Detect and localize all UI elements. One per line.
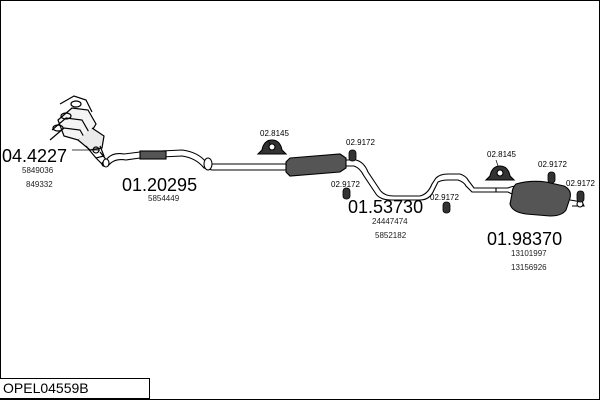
clamp-b-illustration	[484, 165, 516, 181]
part-ref-4a: 13101997	[511, 249, 547, 258]
hanger-3-label: 02.9172	[430, 193, 459, 202]
diagram-code-box: OPEL04559B	[0, 378, 150, 399]
hanger-icon	[342, 187, 351, 200]
part-ref-1b: 849332	[26, 180, 53, 189]
front-pipe-illustration	[102, 149, 213, 171]
part-number-2: 01.20295	[122, 175, 197, 195]
rear-silencer-illustration	[496, 180, 585, 217]
clamp-a-illustration	[256, 139, 288, 155]
hanger-2-label: 02.9172	[331, 180, 360, 189]
part-ref-1a: 5849036	[22, 166, 54, 175]
hanger-5-label: 02.9172	[566, 179, 595, 188]
diagram-code: OPEL04559B	[3, 380, 89, 396]
part-ref-2a: 5854449	[148, 194, 180, 203]
middle-section-illustration	[212, 153, 497, 201]
clamp-a-label: 02.8145	[260, 129, 289, 138]
hanger-icon	[348, 149, 357, 162]
part-ref-3b: 5852182	[375, 231, 407, 240]
hanger-1-label: 02.9172	[346, 138, 375, 147]
clamp-b-label: 02.8145	[487, 150, 516, 159]
part-number-4: 01.98370	[487, 229, 562, 249]
hanger-icon	[442, 201, 451, 214]
leader-lines	[72, 139, 499, 167]
part-number-1: 04.4227	[2, 146, 67, 166]
manifold-catalyst-illustration	[49, 95, 109, 167]
part-ref-4b: 13156926	[511, 263, 547, 272]
part-number-3: 01.53730	[348, 197, 423, 217]
hanger-4-label: 02.9172	[538, 160, 567, 169]
hanger-icon	[547, 171, 556, 184]
hanger-icons	[342, 149, 585, 214]
part-ref-3a: 24447474	[372, 217, 408, 226]
hanger-icon	[576, 190, 585, 203]
